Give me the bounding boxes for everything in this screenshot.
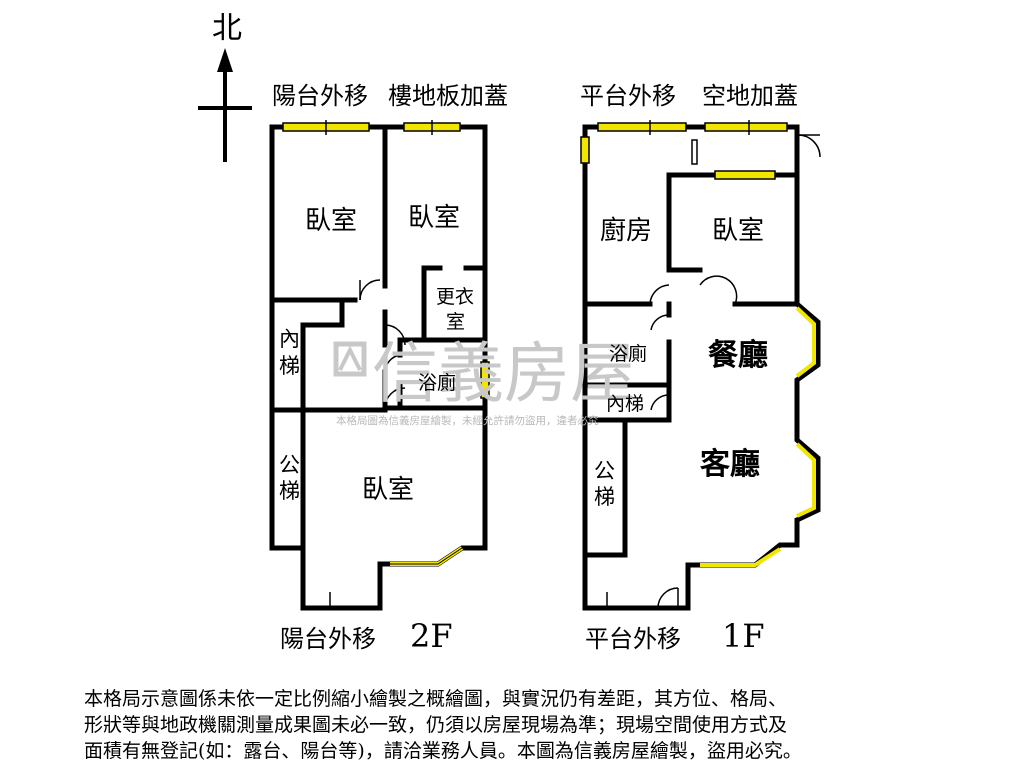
2f-inner-stair-label-1: 內 [279,327,300,351]
door-swing-icon [650,314,670,331]
window-icon [480,361,490,399]
2f-bedroom-s-label: 臥室 [362,475,414,505]
disclaimer-line-1: 本格局示意圖係未依一定比例縮小繪製之概繪圖，與實況仍有差距，其方位、格局、 [84,688,788,710]
window-icon [795,442,816,518]
1f-bedroom-label: 臥室 [712,216,764,246]
disclaimer-line-3: 面積有無登記(如：露台、陽台等)，請洽業務人員。本圖為信義房屋繪製，盜用必究。 [84,740,802,762]
1f-doors [649,134,821,609]
door-swing-icon [384,354,401,373]
door-swing-icon [359,279,381,301]
1f-public-stair-label-2: 梯 [594,485,615,509]
watermark-notice: 本格局圖為信義房屋繪製，未經允許請勿盜用，違者必究 [336,414,599,427]
2f-bathroom-label: 浴廁 [418,371,456,394]
door-swing-icon [797,134,821,158]
door-swing-icon [650,394,670,411]
1f-kitchen-label: 廚房 [600,216,652,246]
floor-2f-plan [269,124,488,611]
2f-doors [359,279,406,409]
1f-outer-wall [582,124,821,611]
north-arrow-icon [217,48,233,72]
disclaimer-line-2: 形狀等與地政機關測量成果圖未必一致，仍須以房屋現場為準；現場空間使用方式及 [84,714,788,736]
1f-top-left-note: 平台外移 [580,82,676,110]
watermark-brand: 信義房屋 [372,335,636,412]
1f-top-right-note: 空地加蓋 [702,82,798,110]
door-swing-icon [649,284,670,305]
1f-dining-label: 餐廳 [708,338,768,373]
window-icon [704,122,788,132]
door-leaf-icon [691,139,698,165]
2f-closet-label-1: 更衣 [436,286,474,308]
2f-closet-label-2: 室 [446,311,465,333]
window-icon [700,547,782,567]
1f-public-stair-label-1: 公 [594,459,615,483]
2f-inner-stair-label-2: 梯 [279,354,300,378]
door-swing-icon [657,587,679,609]
watermark: 信義房屋 本格局圖為信義房屋繪製，未經允許請勿盜用，違者必究 [333,335,636,427]
2f-bottom-note: 陽台外移 [280,625,376,653]
2f-bedroom-nw-label: 臥室 [305,206,357,236]
2f-bedroom-ne-label: 臥室 [408,203,460,233]
1f-bottom-note: 平台外移 [585,625,681,653]
north-label: 北 [212,11,242,46]
floor-1f-plan [582,124,821,611]
2f-public-stair-label-2: 梯 [279,479,300,503]
compass: 北 [198,11,252,162]
2f-windows [282,120,490,608]
1f-living-label: 客廳 [700,447,760,482]
door-swing-icon [699,275,738,305]
door-swing-icon [384,324,406,346]
2f-public-stair-label-1: 公 [279,453,300,477]
window-icon [597,122,687,132]
2f-top-left-note: 陽台外移 [272,82,368,110]
window-icon [580,136,590,164]
door-swing-icon [384,387,406,409]
2f-floor-label: 2F [410,617,453,655]
1f-bathroom-label: 浴廁 [609,342,647,365]
floor-plan-diagram: 北 [198,11,821,655]
1f-floor-label: 1F [722,617,765,655]
2f-labels: 陽台外移 樓地板加蓋 臥室 臥室 更衣 室 內 梯 浴廁 公 梯 臥室 陽台外移… [272,82,508,655]
window-icon [714,170,776,180]
2f-top-right-note: 樓地板加蓋 [388,82,508,110]
window-icon [795,306,816,378]
disclaimer: 本格局示意圖係未依一定比例縮小繪製之概繪圖，與實況仍有差距，其方位、格局、 形狀… [84,686,984,764]
1f-labels: 平台外移 空地加蓋 廚房 臥室 浴廁 餐廳 內梯 客廳 公 梯 平台外移 1F [580,82,798,655]
watermark-logo-icon [333,341,367,377]
1f-windows [580,120,816,608]
1f-inner-stair-label: 內梯 [606,393,644,415]
